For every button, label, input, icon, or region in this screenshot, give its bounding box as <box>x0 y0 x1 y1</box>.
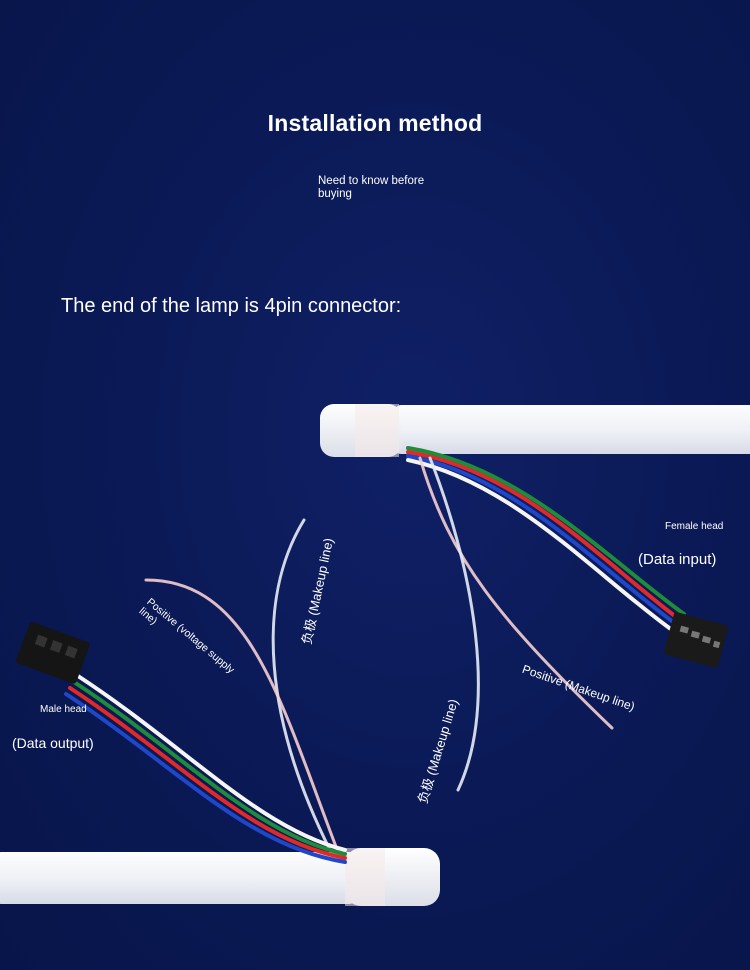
lower-lamp-tube <box>0 848 440 906</box>
page-subtitle: Need to know before buying <box>318 175 425 200</box>
upper-wire-bundle <box>406 446 686 632</box>
male-connector <box>16 621 90 684</box>
upper-lamp-tube <box>320 404 750 457</box>
male-head-role: (Data output) <box>12 735 94 751</box>
section-heading: The end of the lamp is 4pin connector: <box>61 295 402 317</box>
female-head-role: (Data input) <box>638 551 717 568</box>
male-head-label: Male head <box>40 704 87 715</box>
female-connector <box>663 612 729 668</box>
page-title: Installation method <box>267 110 483 136</box>
female-head-label: Female head <box>665 521 724 532</box>
makeup-wires <box>144 456 614 854</box>
lower-wire-bundle <box>64 674 347 864</box>
